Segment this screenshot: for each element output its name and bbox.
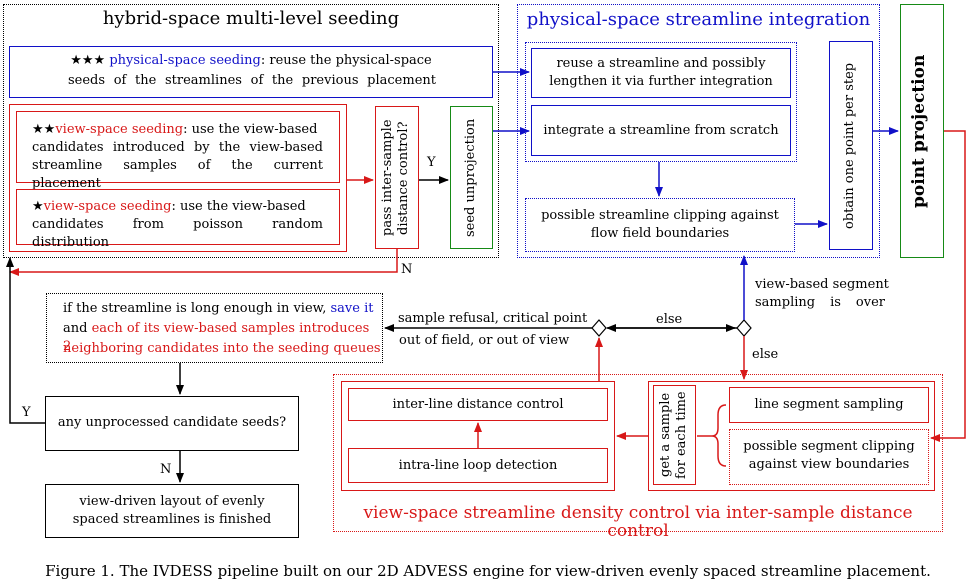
inter-line-distance-text: inter-line distance control (392, 397, 564, 412)
else-label-down: else (752, 347, 779, 362)
distance-control-group (341, 381, 615, 491)
arrow-projection-to-density (930, 130, 966, 442)
brace-icon (711, 404, 727, 467)
segment-clipping-box (729, 429, 929, 485)
intra-line-loop-box (348, 448, 608, 483)
streamline-clipping-text: possible streamline clipping against flo… (541, 208, 779, 241)
sample-refusal-label-2: out of field, or out of view (399, 333, 570, 348)
else-label-right: else (656, 312, 683, 327)
save-streamline-line2: and each of its view-based samples intro… (63, 321, 370, 354)
figure-caption: Figure 1. The IVDESS pipeline built on o… (45, 562, 931, 580)
stars-one-icon: ★ (32, 199, 44, 214)
streamline-clipping-box (525, 198, 795, 252)
intra-line-loop-text: intra-line loop detection (398, 458, 558, 473)
reuse-streamline-box (531, 48, 791, 98)
obtain-point-box (829, 41, 873, 250)
segment-sampling-text: line segment sampling (754, 397, 904, 412)
density-control-group (333, 374, 943, 532)
segment-clipping-text: possible segment clipping against view b… (743, 439, 915, 472)
segment-sampling-over-line1: view-based segment (755, 277, 889, 292)
hybrid-seeding-title: hybrid-space multi-level seeding (102, 8, 400, 29)
view-space-seeding-two-star-box (16, 111, 340, 183)
segment-sampling-box (729, 387, 929, 423)
physical-integration-title: physical-space streamline integration (526, 9, 871, 30)
arrow-check-no (9, 249, 398, 276)
no-label-seeding: N (401, 262, 413, 277)
seed-unprojection-box (450, 106, 493, 249)
physical-space-seeding-line2: seeds of the streamlines of the previous… (68, 73, 436, 88)
view-space-seeding-label: view-space seeding (43, 199, 172, 214)
arrow-candidates-yes (5, 257, 45, 424)
decision-diamond-right (736, 319, 752, 337)
get-sample-box (653, 385, 696, 485)
view-space-seeding-two-star-line1: ★★view-space seeding: use the view-based (32, 122, 318, 137)
no-label-candidates: N (160, 462, 172, 477)
stars-two-icon: ★★ (32, 122, 56, 137)
layout-finished-box (45, 484, 299, 538)
view-space-seeding-one-star-line2: candidates from poisson random distribut… (32, 217, 323, 250)
integrate-scratch-text: integrate a streamline from scratch (543, 123, 779, 138)
save-streamline-line1: if the streamline is long enough in view… (63, 301, 374, 316)
yes-label-seeding: Y (427, 155, 436, 170)
reuse-streamline-text: reuse a streamline and possibly lengthen… (549, 56, 773, 89)
save-streamline-line3: neighboring candidates into the seeding … (63, 341, 381, 356)
physical-space-seeding-text: : reuse the physical-space (260, 53, 432, 68)
stars-three-icon: ★★★ (70, 53, 106, 68)
save-it-label: save it (330, 301, 374, 316)
inter-line-distance-box (348, 388, 608, 421)
physical-space-seeding-line1: ★★★ physical-space seeding: reuse the ph… (12, 52, 490, 70)
pass-distance-check-box (375, 106, 419, 249)
integration-inner-group (525, 42, 797, 162)
yes-label-candidates: Y (22, 405, 31, 420)
integrate-scratch-box (531, 105, 791, 156)
density-control-title: view-space streamline density control vi… (363, 503, 913, 541)
view-space-seeding-group (9, 104, 347, 252)
view-space-seeding-label: view-space seeding (55, 122, 184, 137)
unprocessed-candidates-box (45, 396, 299, 451)
point-projection-box (900, 4, 944, 258)
view-space-seeding-one-star-box (16, 189, 340, 245)
view-space-seeding-two-star-line2: candidates introduced by the view-based (32, 140, 323, 155)
save-streamline-box (46, 293, 383, 363)
segment-sampling-over-line2: sampling is over (755, 295, 885, 310)
unprocessed-candidates-text: any unprocessed candidate seeds? (57, 415, 287, 430)
sample-refusal-label-1: sample refusal, critical point (398, 311, 588, 326)
view-space-seeding-two-star-line3: streamline samples of the current placem… (32, 158, 323, 191)
view-space-seeding-one-star-line1: ★view-space seeding: use the view-based (32, 199, 306, 214)
layout-finished-text: view-driven layout of evenly spaced stre… (72, 494, 272, 527)
physical-space-seeding-label: physical-space seeding (109, 53, 261, 68)
physical-space-seeding-box (9, 46, 493, 98)
decision-diamond-left (591, 319, 607, 337)
